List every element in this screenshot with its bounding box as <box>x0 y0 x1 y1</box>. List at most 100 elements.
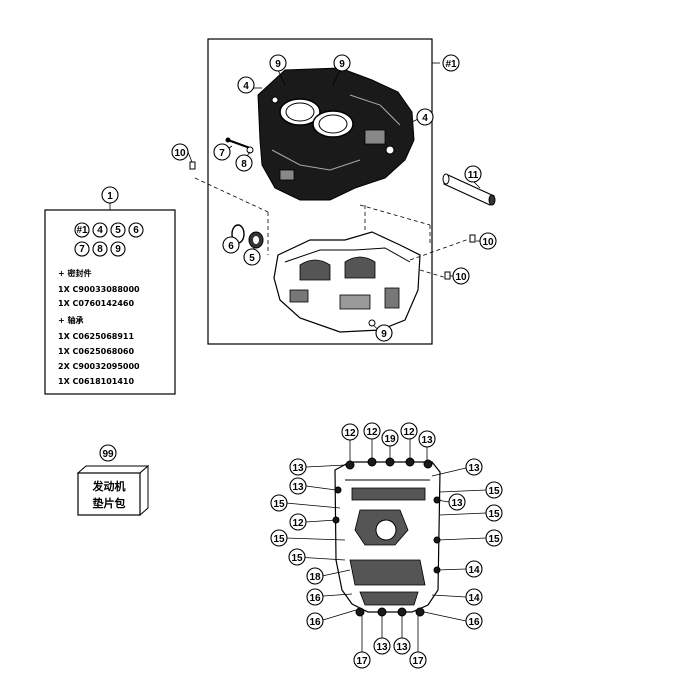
callout-10-a[interactable]: 10 <box>171 143 189 161</box>
callout-15-a[interactable]: 15 <box>485 481 503 499</box>
callout-13-a[interactable]: 13 <box>418 430 436 448</box>
svg-text:12: 12 <box>403 427 415 438</box>
gasket-line-2: 垫片包 <box>93 496 126 510</box>
svg-text:8: 8 <box>241 159 247 170</box>
seal-line-2: 1X C0760142460 <box>58 299 134 308</box>
callout-15-d[interactable]: 15 <box>270 529 288 547</box>
callout-9-a[interactable]: 9 <box>269 54 287 72</box>
svg-text:15: 15 <box>488 509 500 520</box>
assembly-frame <box>207 38 433 345</box>
callout-7[interactable]: 7 <box>213 143 231 161</box>
svg-text:6: 6 <box>228 241 234 252</box>
svg-text:12: 12 <box>344 428 356 439</box>
callout-6[interactable]: 6 <box>222 236 240 254</box>
callout-15-b[interactable]: 15 <box>270 494 288 512</box>
svg-text:11: 11 <box>468 170 479 181</box>
svg-text:8: 8 <box>97 244 103 255</box>
svg-text:17: 17 <box>356 656 368 667</box>
callout-13-g[interactable]: 13 <box>393 637 411 655</box>
callout-15-f[interactable]: 15 <box>288 548 306 566</box>
svg-text:4: 4 <box>243 81 249 92</box>
callout-15-c[interactable]: 15 <box>485 504 503 522</box>
svg-text:13: 13 <box>451 498 463 509</box>
crankcase-bottom-view <box>332 457 441 617</box>
callout-16-b[interactable]: 16 <box>306 612 324 630</box>
callout-8[interactable]: 8 <box>235 154 253 172</box>
callout-13-c[interactable]: 13 <box>465 458 483 476</box>
callout-5[interactable]: 5 <box>243 248 261 266</box>
gasket-line-1: 发动机 <box>92 479 126 493</box>
callout-19[interactable]: 19 <box>381 429 399 447</box>
callout-assembly-1[interactable]: #1 <box>442 54 460 72</box>
bearings-header: + 轴承 <box>58 315 84 325</box>
svg-text:13: 13 <box>292 463 304 474</box>
svg-text:19: 19 <box>384 434 396 445</box>
svg-text:9: 9 <box>115 244 121 255</box>
callout-14-a[interactable]: 14 <box>465 560 483 578</box>
svg-text:15: 15 <box>488 486 500 497</box>
callout-9-b[interactable]: 9 <box>333 54 351 72</box>
kit-row-1: #1 4 5 6 <box>74 222 144 238</box>
svg-text:12: 12 <box>292 518 304 529</box>
callout-12-a[interactable]: 12 <box>341 423 359 441</box>
callout-17-a[interactable]: 17 <box>353 651 371 669</box>
callout-13-d[interactable]: 13 <box>289 477 307 495</box>
svg-text:10: 10 <box>455 272 467 283</box>
callout-17-b[interactable]: 17 <box>409 651 427 669</box>
svg-text:14: 14 <box>468 565 480 576</box>
svg-text:13: 13 <box>468 463 480 474</box>
svg-text:7: 7 <box>79 244 85 255</box>
tube-part <box>442 173 496 206</box>
svg-text:4: 4 <box>97 225 103 236</box>
svg-text:99: 99 <box>102 449 114 460</box>
callout-4-b[interactable]: 4 <box>416 108 434 126</box>
callout-12-b[interactable]: 12 <box>363 422 381 440</box>
svg-text:13: 13 <box>376 642 388 653</box>
bolt-part <box>225 137 254 154</box>
svg-text:15: 15 <box>291 553 303 564</box>
callout-16-a[interactable]: 16 <box>306 588 324 606</box>
bearing-line-1: 1X C0625068911 <box>58 332 134 341</box>
bearing-line-4: 1X C0618101410 <box>58 377 134 386</box>
svg-text:13: 13 <box>396 642 408 653</box>
svg-text:7: 7 <box>219 148 225 159</box>
svg-text:6: 6 <box>133 225 139 236</box>
svg-text:17: 17 <box>412 656 424 667</box>
svg-text:13: 13 <box>292 482 304 493</box>
svg-text:9: 9 <box>339 59 345 70</box>
bearing-line-3: 2X C90032095000 <box>58 362 140 371</box>
svg-text:5: 5 <box>249 253 255 264</box>
upper-crankcase <box>257 67 415 201</box>
callout-15-e[interactable]: 15 <box>485 529 503 547</box>
callout-11[interactable]: 11 <box>464 165 482 183</box>
callout-9-c[interactable]: 9 <box>375 324 393 342</box>
callout-4-a[interactable]: 4 <box>237 76 255 94</box>
svg-text:15: 15 <box>488 534 500 545</box>
svg-text:15: 15 <box>273 499 285 510</box>
callout-10-b[interactable]: 10 <box>479 232 497 250</box>
svg-text:18: 18 <box>309 572 321 583</box>
svg-text:9: 9 <box>275 59 281 70</box>
svg-text:10: 10 <box>174 148 186 159</box>
bearing-line-2: 1X C0625068060 <box>58 347 134 356</box>
callout-14-b[interactable]: 14 <box>465 588 483 606</box>
svg-text:#1: #1 <box>76 225 88 236</box>
callout-12-d[interactable]: 12 <box>289 513 307 531</box>
svg-text:13: 13 <box>421 435 433 446</box>
callout-18[interactable]: 18 <box>306 567 324 585</box>
callout-13-e[interactable]: 13 <box>448 493 466 511</box>
svg-text:#1: #1 <box>445 59 457 70</box>
callout-99[interactable]: 99 <box>99 444 117 462</box>
kit-box <box>44 209 176 395</box>
callout-1[interactable]: 1 <box>101 186 119 204</box>
callout-13-f[interactable]: 13 <box>373 637 391 655</box>
kit-row-2: 7 8 9 <box>74 241 126 257</box>
svg-text:16: 16 <box>309 593 321 604</box>
callout-13-b[interactable]: 13 <box>289 458 307 476</box>
callout-10-c[interactable]: 10 <box>452 267 470 285</box>
callout-16-c[interactable]: 16 <box>465 612 483 630</box>
callout-12-c[interactable]: 12 <box>400 422 418 440</box>
svg-text:9: 9 <box>381 329 387 340</box>
seal-line-1: 1X C90033088000 <box>58 285 140 294</box>
